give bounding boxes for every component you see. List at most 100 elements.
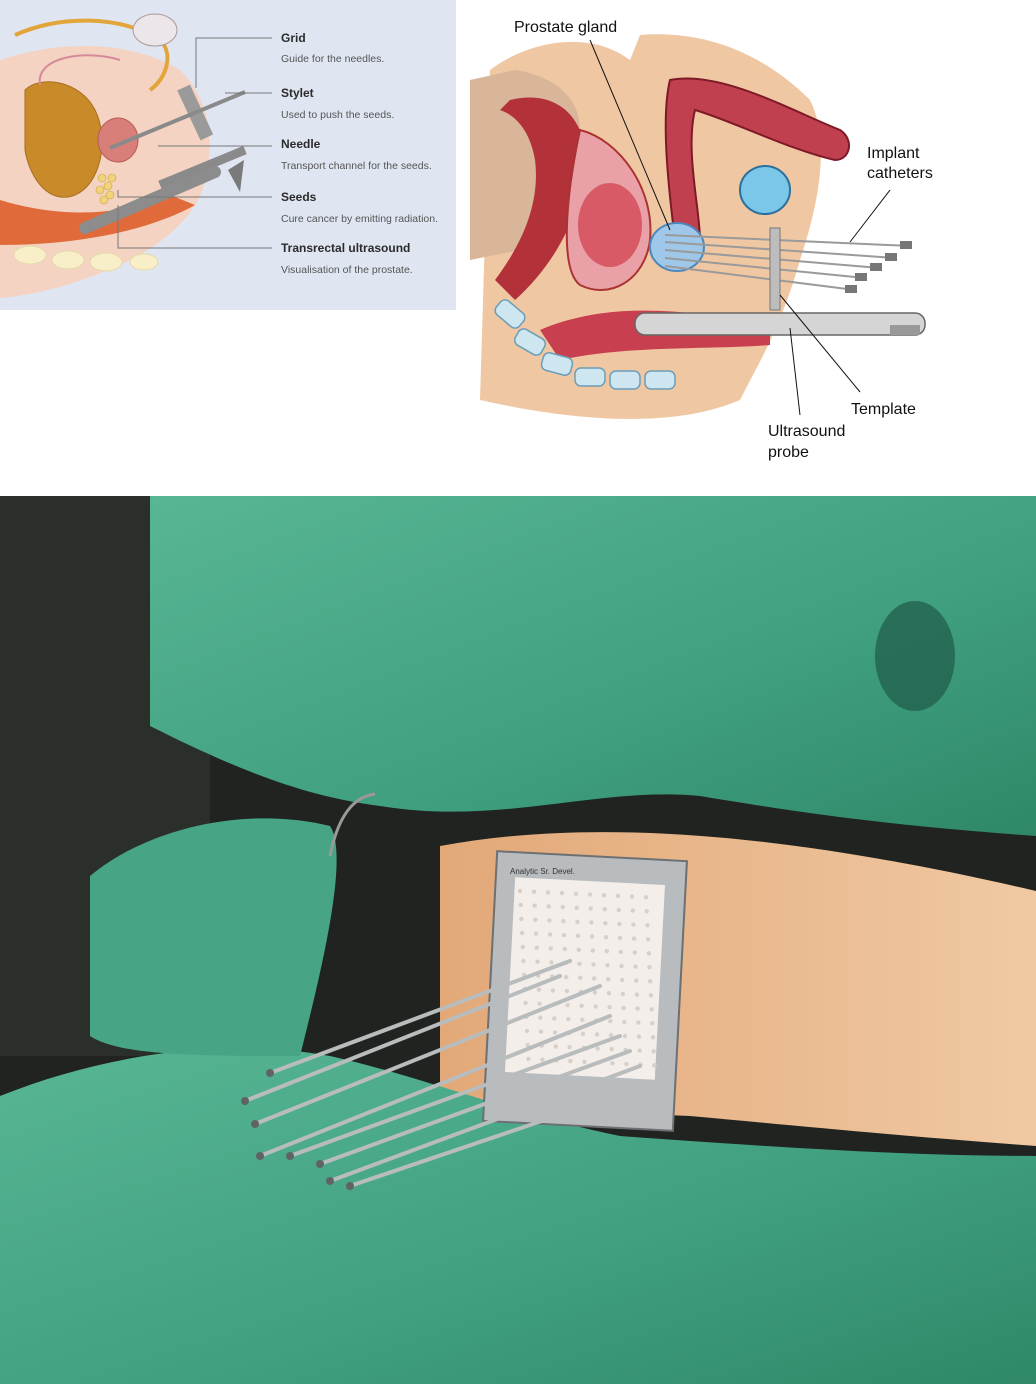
needle [158, 145, 247, 190]
grid-hole [526, 1056, 531, 1062]
grid-hole [606, 991, 612, 996]
grid-hole [575, 919, 580, 924]
ultrasound-desc: Visualisation of the prostate. [281, 264, 413, 276]
grid-hole [552, 1030, 558, 1035]
grid-hole [646, 951, 651, 956]
grid-hole [540, 1057, 545, 1062]
needle-label: Needle [281, 137, 321, 151]
ultrasound-probe-label-2: probe [768, 444, 809, 461]
grid-label: Grid [281, 31, 306, 45]
needle-hubs [241, 1069, 354, 1190]
ultrasound-probe-label-1: Ultrasound [768, 423, 845, 440]
grid-hole [547, 932, 553, 937]
grid-hole [643, 895, 649, 900]
grid-hole [538, 1015, 543, 1020]
surgical-photo: Analytic Sr. Devel. [0, 496, 1036, 1384]
grid-hole [607, 1005, 612, 1010]
grid-hole [562, 946, 567, 952]
grid-hole [579, 1003, 584, 1008]
grid-hole [594, 1032, 600, 1037]
grid-hole [595, 1046, 600, 1051]
grid-hole [637, 1048, 642, 1053]
grid-hole [545, 890, 551, 895]
grid-hole [635, 1006, 640, 1011]
grid-hole [568, 1058, 573, 1064]
grid-hole [538, 1029, 544, 1034]
grid-hole [537, 1001, 542, 1006]
grid-hole [593, 1004, 598, 1009]
grid-hole [634, 992, 640, 997]
grid-hole [553, 1044, 558, 1049]
grid-hole [519, 930, 525, 936]
grid-hole [610, 1061, 615, 1066]
grid-hole [630, 908, 635, 913]
grid-hole [629, 894, 635, 899]
grid-hole [621, 1005, 626, 1011]
template-label: Template [851, 401, 916, 418]
grid-hole [564, 974, 569, 980]
bladder [24, 81, 103, 198]
bladder-inner [578, 183, 642, 267]
grid-hole [651, 1049, 656, 1054]
grid-hole [631, 922, 636, 927]
stylet-label: Stylet [281, 86, 314, 100]
grid-hole [566, 1016, 571, 1022]
grid-hole [574, 905, 579, 910]
grid-hole [618, 949, 623, 955]
grid-hole [577, 961, 582, 966]
grid-hole [582, 1059, 587, 1064]
grid-hole [573, 891, 579, 896]
catheter-implant-diagram: Prostate gland Implant catheters Templat… [470, 0, 1036, 470]
grid-hole [546, 904, 551, 909]
prostate-gland-label: Prostate gland [514, 19, 617, 36]
grid-hole [567, 1044, 572, 1050]
grid-hole [620, 977, 625, 983]
stylet-desc: Used to push the seeds. [281, 109, 394, 121]
grid-hole [578, 975, 583, 980]
spine [494, 299, 676, 390]
grid-hole [517, 888, 523, 894]
needle-desc: Transport channel for the seeds. [281, 160, 432, 172]
grid-hole [589, 920, 594, 925]
grid-hole [536, 987, 542, 992]
grid-hole [576, 947, 581, 952]
grid-hole [632, 950, 637, 955]
grid-hole [608, 1033, 614, 1038]
grid-hole [636, 1020, 641, 1025]
grid-hole [592, 976, 597, 981]
leader-lines [589, 39, 891, 416]
prostate [97, 117, 139, 163]
prostate-gland [649, 222, 705, 272]
grid-hole [549, 960, 554, 965]
grid-hole [603, 935, 609, 940]
grid-hole [609, 1047, 614, 1052]
grid-hole [590, 948, 595, 953]
implant-catheters-label-1: Implant [867, 145, 920, 162]
grid-hole [648, 979, 653, 984]
grid-hole [633, 964, 638, 969]
grid-hole [636, 1034, 642, 1039]
grid-hole [535, 959, 540, 964]
grid-hole [525, 1042, 530, 1048]
grid-hole [645, 937, 651, 942]
grid-hole [592, 990, 598, 995]
ultrasound-label: Transrectal ultrasound [281, 241, 410, 255]
grid-hole [589, 934, 595, 939]
transrectal-ultrasound-probe [79, 166, 221, 234]
grid-hole [615, 893, 621, 899]
vertebrae [13, 245, 159, 272]
grid-hole [631, 936, 637, 941]
grid-hole [518, 902, 523, 908]
grid-hole [561, 932, 567, 938]
grid-hole [580, 1017, 585, 1022]
grid-hole [548, 946, 553, 951]
grid-hole [649, 1007, 654, 1012]
testis [739, 165, 791, 215]
grid-hole [606, 977, 611, 982]
grid-hole [561, 918, 566, 924]
grid-hole [552, 1016, 557, 1021]
lower-drape [0, 1048, 1036, 1384]
grid-hole [648, 993, 654, 998]
grid-hole [532, 903, 537, 908]
grid-hole [622, 1019, 627, 1025]
